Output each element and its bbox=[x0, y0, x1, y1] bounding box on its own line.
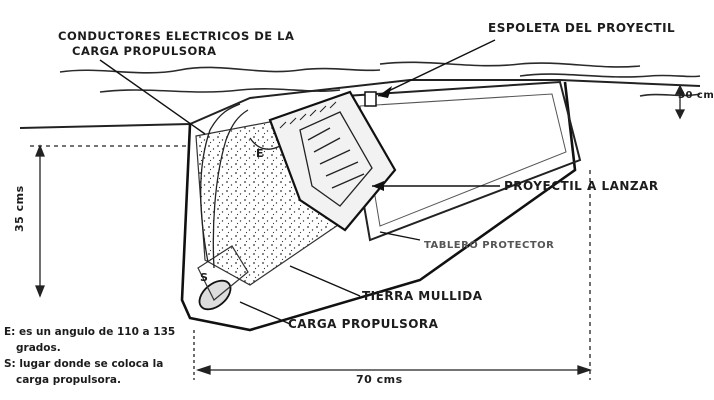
dimension-30cms bbox=[674, 84, 686, 120]
angle-arc bbox=[249, 137, 281, 150]
label-angle-e: E bbox=[256, 147, 265, 160]
note-line-4: carga propulsora. bbox=[16, 374, 121, 386]
pit-outline bbox=[180, 81, 577, 332]
dimension-70cms bbox=[193, 170, 593, 380]
label-proyectil: PROYECTIL A LANZAR bbox=[504, 179, 659, 193]
projectile-block bbox=[268, 90, 397, 232]
label-espoleta: ESPOLETA DEL PROYECTIL bbox=[488, 21, 676, 35]
label-dim-35: 35 cms bbox=[13, 185, 26, 232]
label-tierra: TIERRA MULLIDA bbox=[362, 289, 483, 303]
ground-surface-lines bbox=[59, 61, 701, 97]
propulsive-charge bbox=[197, 245, 249, 311]
label-conductores-line1: CONDUCTORES ELECTRICOS DE LA bbox=[58, 29, 295, 43]
label-carga: CARGA PROPULSORA bbox=[288, 317, 439, 331]
ground-line bbox=[19, 79, 701, 129]
loose-soil-fill bbox=[195, 119, 361, 286]
protective-board-inner bbox=[359, 93, 567, 227]
note-line-2: grados. bbox=[16, 342, 61, 354]
label-dim-70: 70 cms bbox=[356, 373, 403, 386]
label-tablero: TABLERO PROTECTOR bbox=[424, 240, 555, 251]
note-line-3: S: lugar donde se coloca la bbox=[4, 358, 164, 370]
label-conductores-line2: CARGA PROPULSORA bbox=[72, 44, 217, 58]
label-s-mark: S bbox=[200, 271, 209, 284]
dimension-35cms bbox=[30, 144, 190, 298]
leader-lines bbox=[99, 39, 500, 325]
fuze-marker bbox=[364, 91, 377, 107]
electrical-wires bbox=[200, 103, 249, 269]
label-dim-30: 30 cms bbox=[678, 90, 714, 101]
note-line-1: E: es un angulo de 110 a 135 bbox=[4, 326, 176, 338]
